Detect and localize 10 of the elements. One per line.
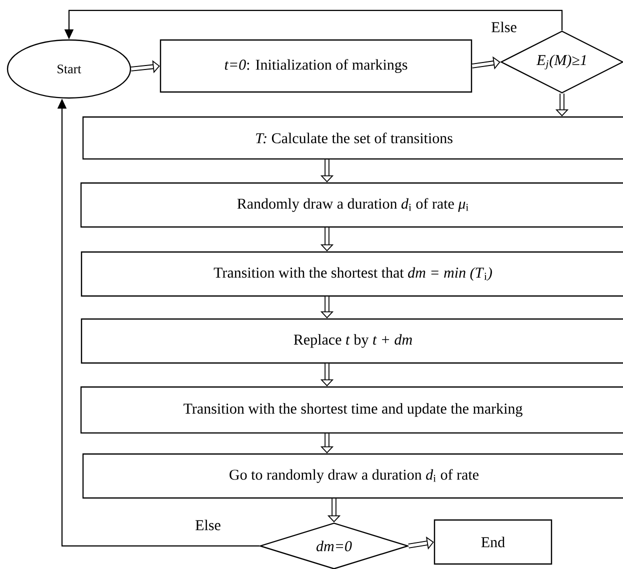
process-box: Randomly draw a duration d$_{i}$ of rate μ$_{i}$: [80, 182, 623, 228]
edge-label: Else: [490, 20, 518, 34]
process-box: Go to randomly draw a duration d$_{i}$ of rate: [82, 453, 623, 499]
process-box: T: Calculate the set of transitions: [82, 116, 623, 160]
end-box: End: [434, 519, 552, 565]
process-box: Replace t by t + dm: [80, 318, 623, 364]
edge-label: Else: [194, 518, 222, 532]
process-box: t=0: Initialization of markings: [160, 39, 472, 93]
process-box: Transition with the shortest time and update the marking: [80, 386, 623, 434]
process-box: Transition with the shortest that dm = min (T$_{i}$): [80, 251, 623, 297]
